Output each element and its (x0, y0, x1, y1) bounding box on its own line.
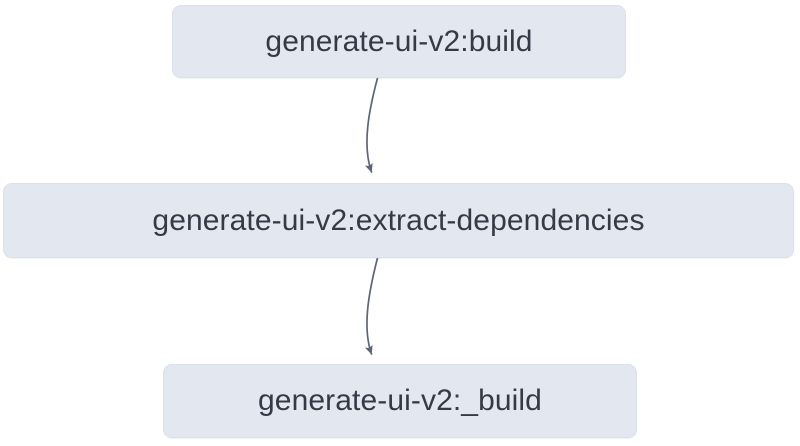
node-label: generate-ui-v2:build (265, 24, 533, 58)
node-generate-ui-v2-extract-dependencies[interactable]: generate-ui-v2:extract-dependencies (3, 183, 794, 258)
edge-build-to-extract-dependencies (365, 77, 379, 173)
node-label: generate-ui-v2:extract-dependencies (152, 203, 645, 237)
edge-extract-dependencies-to-underscore-build (365, 257, 379, 355)
node-label: generate-ui-v2:_build (258, 384, 542, 417)
node-generate-ui-v2-underscore-build[interactable]: generate-ui-v2:_build (163, 364, 637, 438)
node-generate-ui-v2-build[interactable]: generate-ui-v2:build (172, 5, 626, 78)
